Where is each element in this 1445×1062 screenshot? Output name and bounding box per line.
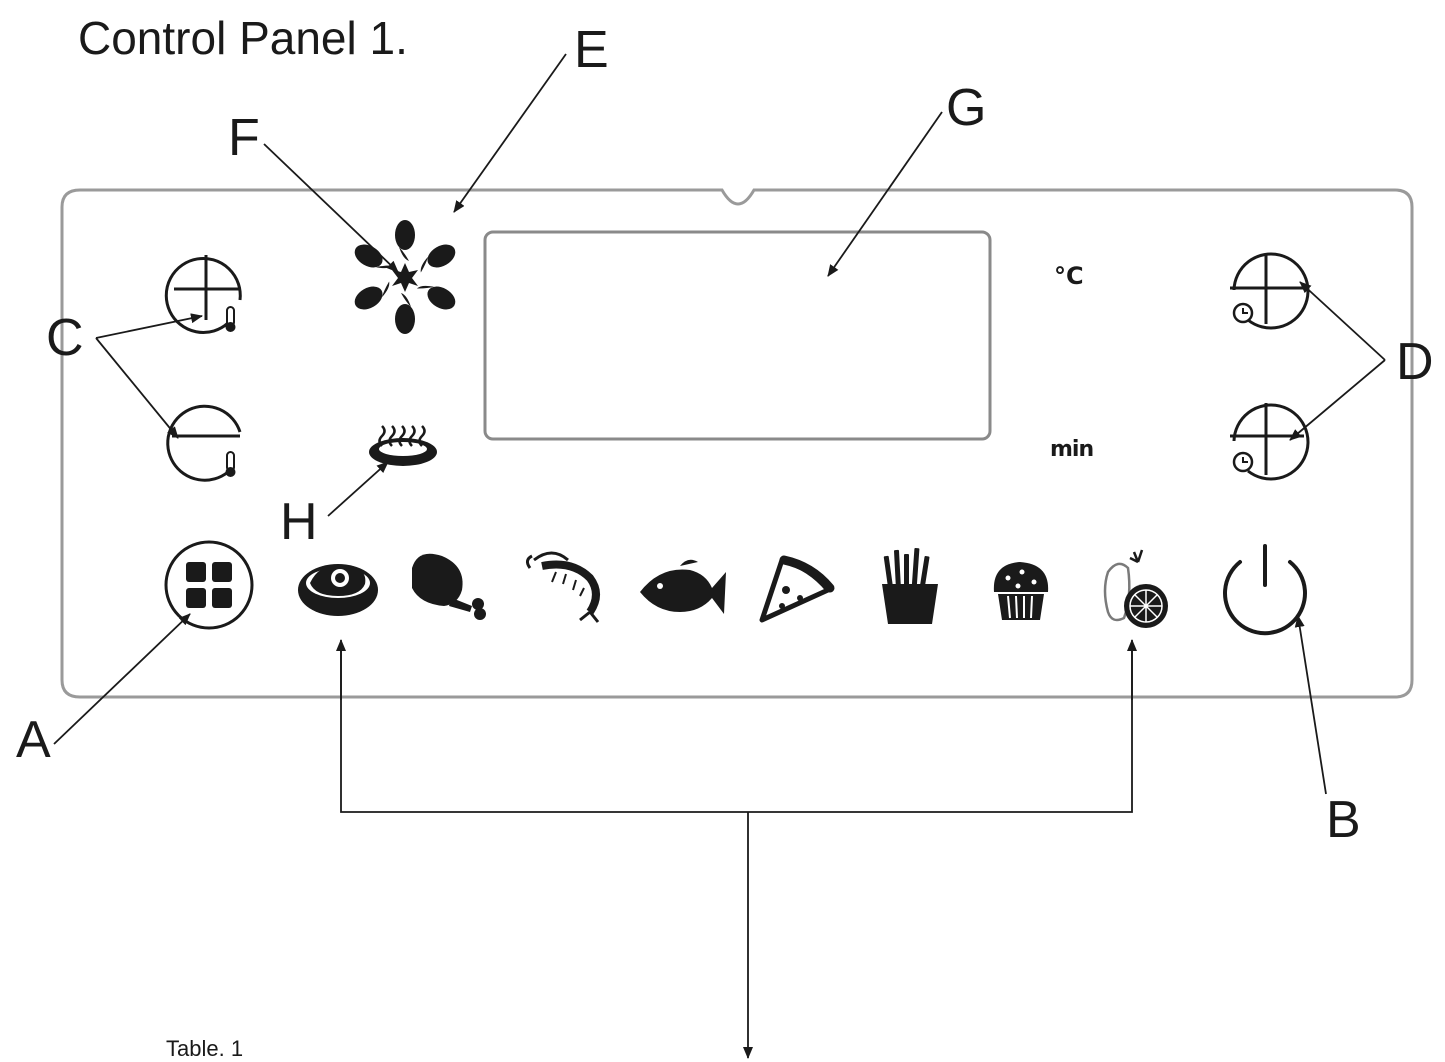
menu-grid-icon[interactable]: [164, 540, 254, 630]
table-caption: Table. 1: [166, 1036, 244, 1061]
shrimp-icon[interactable]: [525, 551, 600, 623]
page-title: Control Panel 1.: [78, 12, 408, 64]
label-d: D: [1396, 333, 1434, 391]
leader-c-up: [95, 313, 203, 339]
minutes-indicator: min: [1050, 437, 1094, 462]
display-window: [483, 230, 992, 441]
muffin-icon[interactable]: [993, 562, 1049, 620]
leader-h: [327, 461, 389, 517]
leader-f: [263, 143, 399, 273]
label-b: B: [1326, 791, 1361, 849]
leader-c-down: [95, 337, 179, 439]
steam-icon: [369, 425, 437, 466]
label-c: C: [46, 309, 84, 367]
vegetables-icon[interactable]: [1103, 549, 1168, 628]
fish-icon[interactable]: [640, 559, 726, 614]
temp-down-icon[interactable]: [166, 404, 242, 482]
power-icon[interactable]: [1223, 544, 1307, 636]
fan-blade: [395, 220, 415, 261]
leader-g: [827, 111, 943, 277]
label-g: G: [946, 79, 987, 137]
steak-icon[interactable]: [298, 564, 378, 616]
pizza-icon[interactable]: [759, 555, 835, 623]
leader-e: [453, 53, 567, 213]
time-up-icon[interactable]: [1230, 252, 1310, 330]
leader-d-up: [1299, 281, 1386, 361]
fan-icon: [354, 220, 456, 334]
label-a: A: [16, 711, 51, 769]
panel-outline: [60, 188, 1414, 699]
leader-a: [53, 613, 191, 745]
bracket-programs: [340, 648, 1133, 813]
label-h: H: [280, 493, 318, 551]
time-down-icon[interactable]: [1230, 403, 1310, 481]
leader-d-down: [1289, 359, 1386, 441]
label-e: E: [574, 21, 609, 79]
chicken-leg-icon[interactable]: [412, 553, 486, 620]
heating-element-icon: [392, 263, 418, 292]
label-f: F: [228, 109, 260, 167]
fries-icon[interactable]: [882, 547, 938, 624]
celsius-indicator: °C: [1054, 262, 1084, 290]
leader-b: [1294, 615, 1327, 795]
leader-lines: [53, 53, 1386, 1059]
temp-up-icon[interactable]: [164, 255, 242, 334]
